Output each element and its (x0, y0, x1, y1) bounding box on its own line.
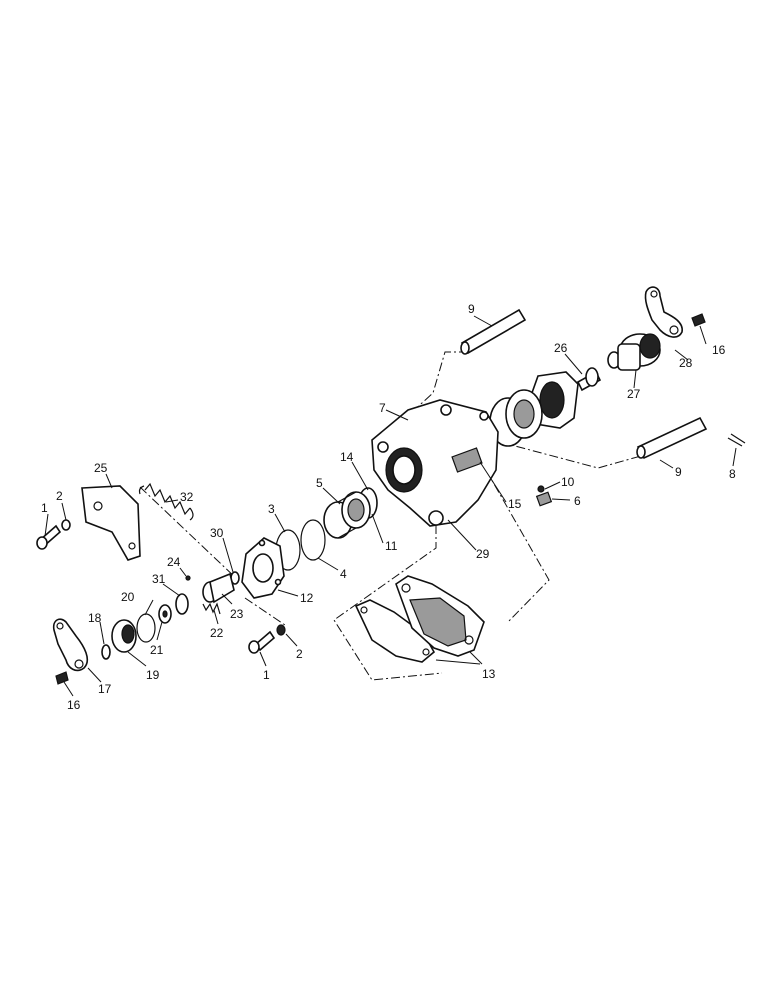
callout-10: 10 (561, 475, 575, 489)
callout-7: 7 (379, 401, 386, 415)
part-21-spring-washer (158, 604, 172, 624)
part-27-valve (607, 333, 661, 371)
part-16-bolt-lower (55, 671, 69, 685)
callout-13: 13 (482, 667, 496, 681)
callout-12: 12 (300, 591, 314, 605)
part-28-lever (644, 286, 683, 338)
callout-2-top: 2 (56, 489, 63, 503)
part-9-right-pin (636, 416, 708, 460)
part-12-flange (241, 537, 285, 599)
part-17-lever (52, 618, 89, 672)
callout-5: 5 (316, 476, 323, 490)
callout-21: 21 (150, 643, 164, 657)
callout-1-top: 1 (41, 501, 48, 515)
part-18-ring (101, 644, 111, 660)
callout-32: 32 (180, 490, 194, 504)
callout-2-bottom: 2 (296, 647, 303, 661)
part-2-washer-lower (276, 624, 286, 636)
part-31-washer (175, 593, 189, 615)
callout-27: 27 (627, 387, 641, 401)
callout-11: 11 (385, 539, 398, 553)
callout-28: 28 (679, 356, 693, 370)
callout-30: 30 (210, 526, 224, 540)
part-1-bolt-upper (36, 524, 62, 550)
part-32-spring (138, 482, 194, 521)
callout-4: 4 (340, 567, 347, 581)
callout-6: 6 (574, 494, 581, 508)
callout-24: 24 (167, 555, 181, 569)
callout-3: 3 (268, 502, 275, 516)
callout-22: 22 (210, 626, 224, 640)
part-13-brake-pads (354, 575, 485, 663)
callout-20: 20 (121, 590, 135, 604)
callout-16-bottom: 16 (67, 698, 81, 712)
rear-piston (489, 389, 543, 447)
part-5-piston (323, 491, 371, 539)
callout-31: 31 (152, 572, 166, 586)
part-23-piston (202, 572, 235, 604)
part-22-spring (202, 602, 221, 615)
callout-23: 23 (230, 607, 244, 621)
callout-25: 25 (94, 461, 108, 475)
part-1-bolt-lower (248, 630, 276, 654)
callout-18: 18 (88, 611, 102, 625)
callout-8: 8 (729, 467, 736, 481)
part-6-cap (535, 491, 553, 507)
callout-19: 19 (146, 668, 160, 682)
callout-labels: 9 7 26 28 16 27 9 8 10 6 15 29 14 5 11 3… (41, 302, 736, 712)
part-26-spool (576, 367, 602, 392)
part-9-upper-pin (460, 308, 527, 355)
callout-14: 14 (340, 450, 354, 464)
part-2-washer-upper (61, 519, 71, 531)
callout-15: 15 (508, 497, 522, 511)
callout-17: 17 (98, 682, 112, 696)
callout-9-right: 9 (675, 465, 682, 479)
part-4-o-ring (300, 519, 326, 561)
callout-1-bottom: 1 (263, 668, 270, 682)
callout-16-top: 16 (712, 343, 726, 357)
callout-29: 29 (476, 547, 490, 561)
part-10-bleeder (537, 485, 545, 493)
callout-26: 26 (554, 341, 568, 355)
part-25-bracket (81, 485, 141, 561)
leader-lines (44, 315, 737, 697)
part-16-bolt-upper (691, 313, 706, 327)
part-24-pin (185, 575, 191, 581)
part-20-ring (136, 613, 156, 643)
assembly-lines (139, 351, 656, 681)
part-19-valve (111, 619, 137, 653)
callout-9-top: 9 (468, 302, 475, 316)
part-7-caliper-housing (371, 399, 499, 527)
part-8-cotter (727, 433, 746, 447)
